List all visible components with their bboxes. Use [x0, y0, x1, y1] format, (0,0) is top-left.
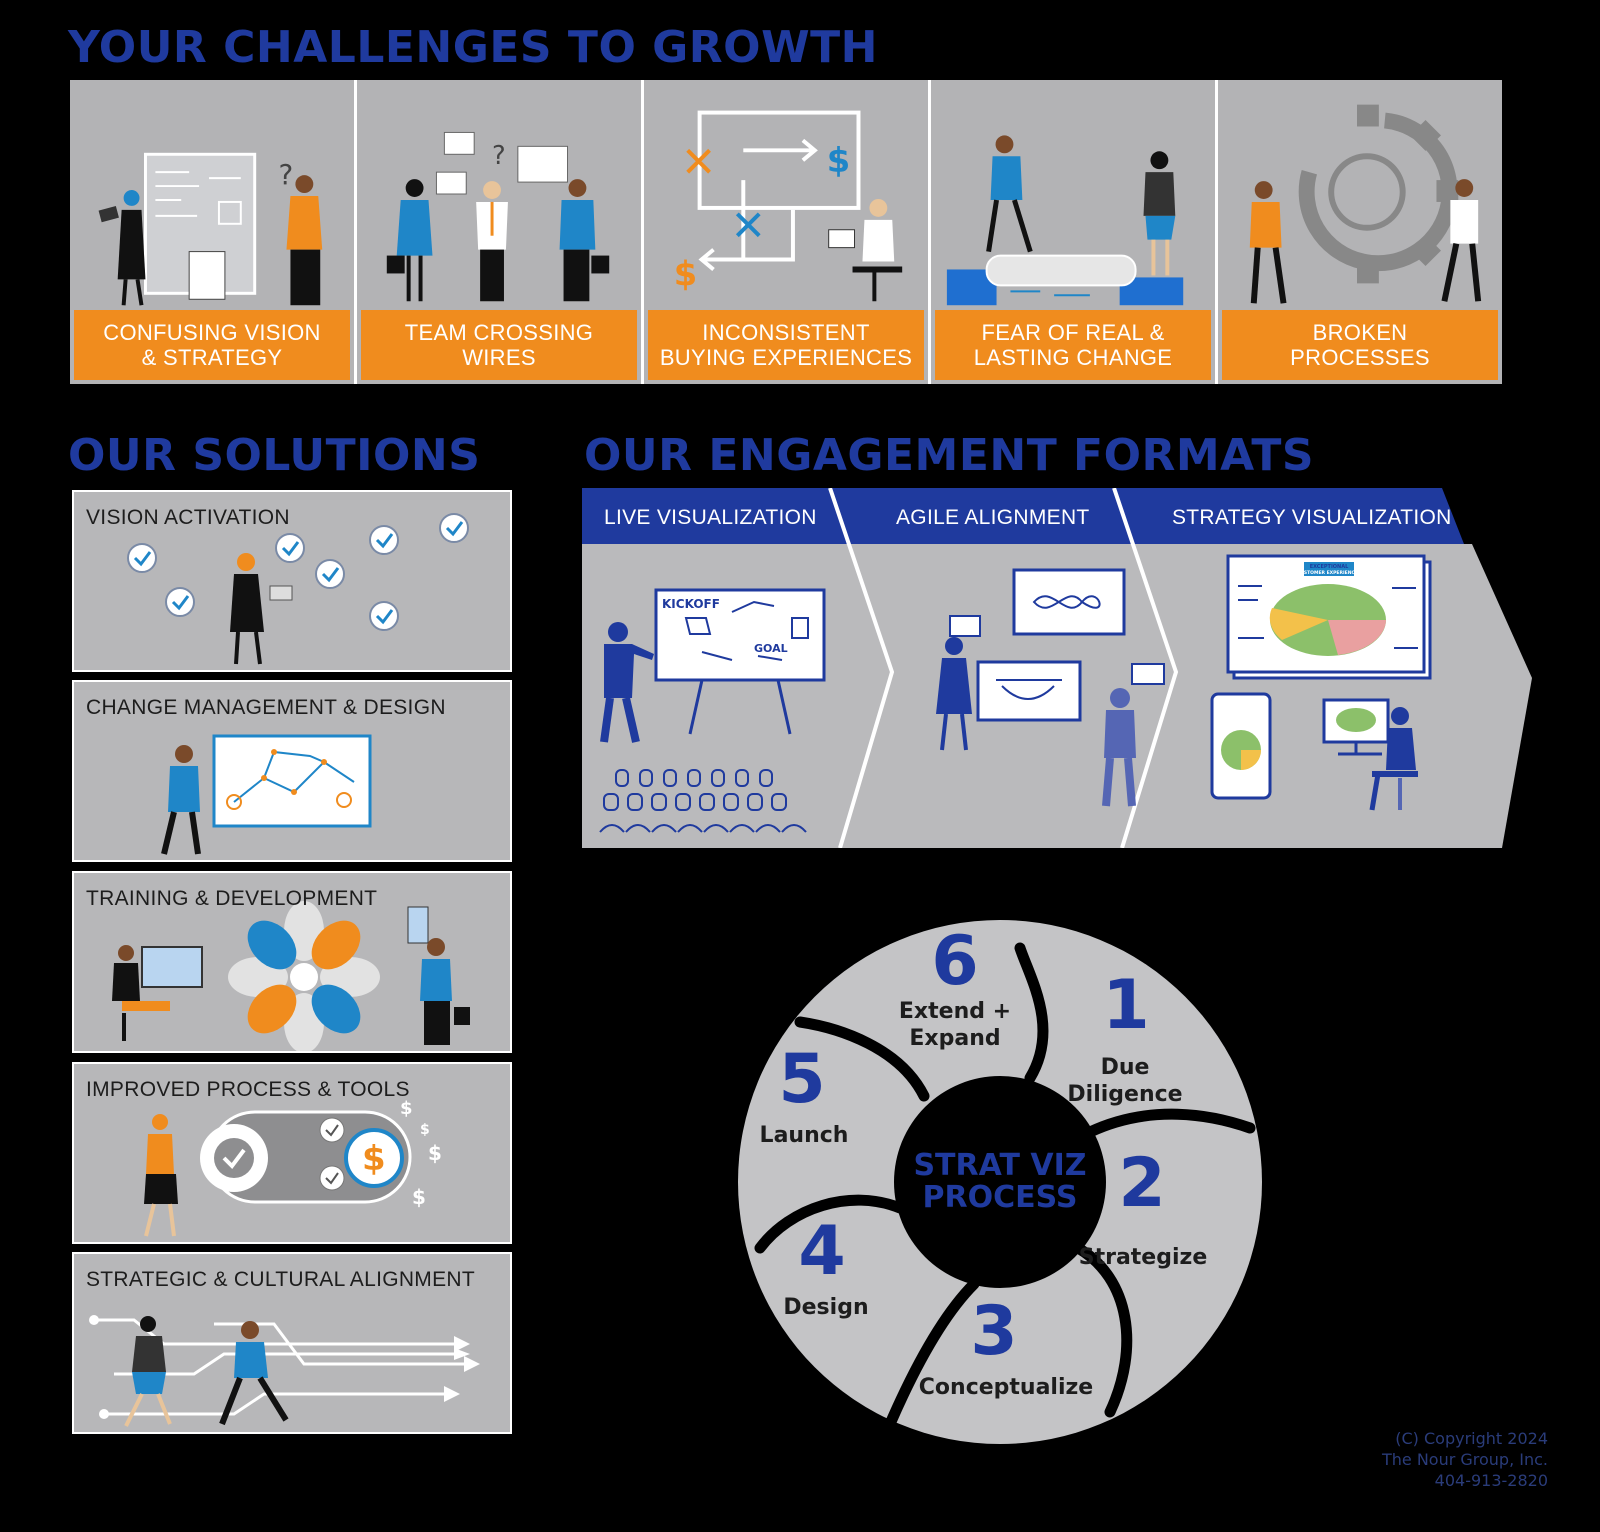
engagement-label-live: LIVE VISUALIZATION: [604, 506, 817, 529]
log-bridge-icon: [946, 135, 1184, 306]
agile-man-figure: [1102, 688, 1136, 807]
svg-text:?: ?: [279, 158, 294, 191]
presenter-figure: [600, 622, 654, 743]
svg-text:$: $: [827, 141, 850, 180]
cycle-ring-art: [738, 920, 1262, 1444]
solutions-heading: OUR SOLUTIONS: [68, 430, 481, 481]
whiteboard-confusion-icon: ?: [98, 152, 323, 306]
challenge-card-confusing-vision: ? CONFUSING VISION& STRATEGY: [70, 80, 357, 384]
step-label-4: Design: [783, 1295, 869, 1320]
tablet-device: [1210, 692, 1272, 800]
svg-text:$: $: [412, 1185, 426, 1209]
step-label-5: Launch: [759, 1123, 849, 1148]
petal-diagram-icon: [112, 901, 470, 1051]
step-label-3: Conceptualize: [918, 1375, 1094, 1400]
step-number-3: 3: [970, 1292, 1018, 1371]
solution-title: STRATEGIC & CULTURAL ALIGNMENT: [86, 1268, 475, 1291]
engagement-formats-panel: KICKOFF GOAL: [582, 488, 1532, 848]
step-number-1: 1: [1102, 966, 1150, 1045]
network-board-icon: [161, 734, 372, 855]
audience-seats: [599, 769, 807, 833]
customer-exp-text: CUSTOMER EXPERIENCES: [1297, 570, 1361, 576]
easel-board-icon: KICKOFF GOAL: [654, 588, 826, 735]
kickoff-text: KICKOFF: [662, 597, 720, 611]
engagement-chevron-art: KICKOFF GOAL: [582, 488, 1532, 848]
goal-text: GOAL: [754, 642, 788, 655]
gear-dollar-icon: $ $$$$: [144, 1098, 442, 1237]
engagement-heading: OUR ENGAGEMENT FORMATS: [584, 430, 1315, 481]
solution-card-training: TRAINING & DEVELOPMENT: [72, 871, 512, 1053]
challenge-label: FEAR OF REAL &LASTING CHANGE: [935, 310, 1211, 380]
challenge-label: CONFUSING VISION& STRATEGY: [74, 310, 350, 380]
svg-text:?: ?: [492, 141, 506, 171]
svg-text:$: $: [400, 1098, 413, 1119]
checkmarks-icon: [127, 513, 469, 665]
exceptional-text: EXCEPTIONAL: [1310, 564, 1349, 570]
team-handshake-icon: ?: [386, 131, 610, 302]
agile-boards: [949, 568, 1165, 722]
solution-title: TRAINING & DEVELOPMENT: [86, 887, 378, 910]
challenges-heading: YOUR CHALLENGES TO GROWTH: [68, 22, 878, 73]
copyright-notice: (C) Copyright 2024 The Nour Group, Inc. …: [1381, 1429, 1548, 1490]
agile-woman-figure: [936, 637, 972, 751]
solution-card-process-tools: $ $$$$ IMPROVED PROCESS & TOOLS: [72, 1062, 512, 1244]
broken-gear-icon: [1249, 104, 1482, 304]
arrow-paths-icon: [89, 1315, 480, 1427]
svg-text:$: $: [428, 1141, 442, 1165]
challenges-panel: ? CONFUSING VISION& STRATEGY ?: [70, 80, 1502, 384]
solution-title: VISION ACTIVATION: [86, 506, 290, 529]
step-label-6: Extend +Expand: [898, 999, 1012, 1051]
solution-card-vision-activation: VISION ACTIVATION: [72, 490, 512, 672]
desk-worker-figure: [1322, 698, 1418, 811]
solution-card-strategic-alignment: STRATEGIC & CULTURAL ALIGNMENT: [72, 1252, 512, 1434]
solution-title: IMPROVED PROCESS & TOOLS: [86, 1078, 410, 1101]
strategy-map-board: EXCEPTIONAL CUSTOMER EXPERIENCES: [1226, 554, 1432, 680]
svg-text:$: $: [362, 1139, 386, 1179]
step-number-6: 6: [931, 922, 979, 1001]
solution-title: CHANGE MANAGEMENT & DESIGN: [86, 696, 446, 719]
engagement-label-agile: AGILE ALIGNMENT: [896, 506, 1090, 529]
challenge-card-fear-of-change: FEAR OF REAL &LASTING CHANGE: [931, 80, 1218, 384]
step-number-5: 5: [778, 1040, 826, 1119]
step-number-2: 2: [1118, 1144, 1166, 1223]
svg-text:$: $: [674, 254, 697, 293]
flow-loop-icon: $ $: [674, 110, 903, 302]
step-number-4: 4: [798, 1212, 846, 1291]
engagement-label-strategy: STRATEGY VISUALIZATION: [1172, 506, 1452, 529]
step-label-2: Strategize: [1078, 1245, 1208, 1270]
svg-text:$: $: [420, 1122, 430, 1138]
solution-card-change-management: CHANGE MANAGEMENT & DESIGN: [72, 680, 512, 862]
